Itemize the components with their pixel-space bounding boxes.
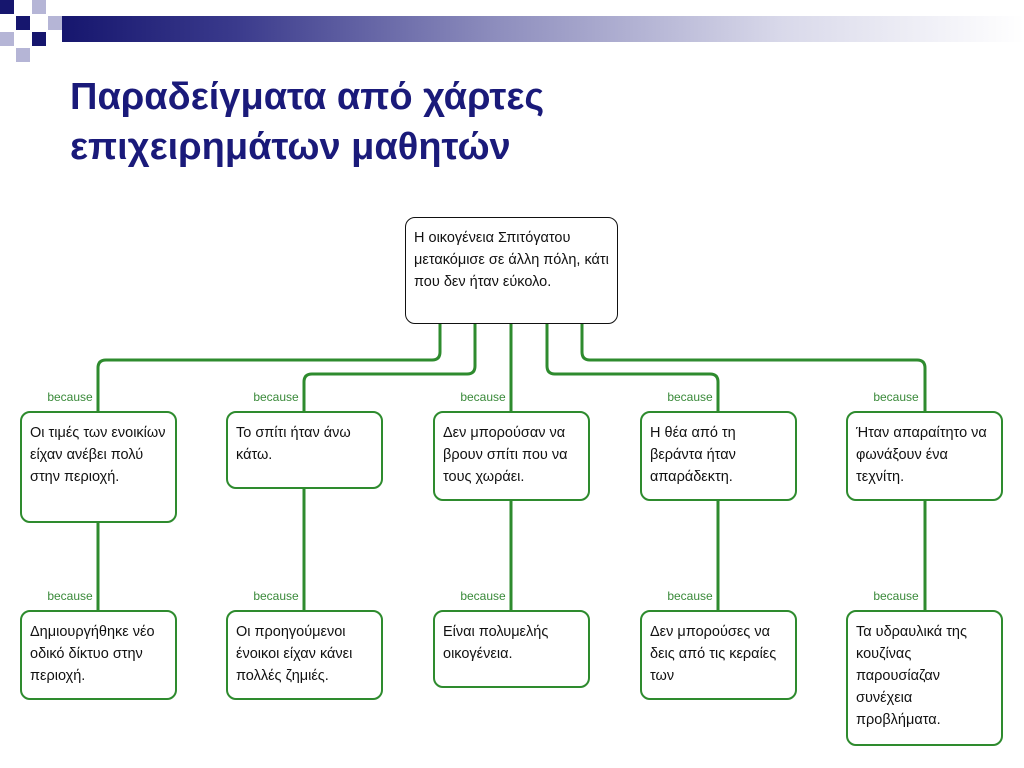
corner-square-7: [16, 48, 30, 62]
reason-box-5: Ήταν απαραίτητο να φωνάξουν ένα τεχνίτη.: [846, 411, 1003, 501]
reason-box-3: Δεν μπορούσαν να βρουν σπίτι που να τους…: [433, 411, 590, 501]
reason-box-4: Η θέα από τη βεράντα ήταν απαράδεκτη.: [640, 411, 797, 501]
because-label-reason-5: because: [873, 390, 919, 404]
sub-box-4: Δεν μπορούσες να δεις από τις κεραίες τω…: [640, 610, 797, 700]
because-label-sub-1: because: [47, 589, 93, 603]
connector-root-reason-4: [545, 323, 720, 412]
connector-root-reason-5: [580, 323, 927, 412]
connector-root-reason-1: [96, 323, 442, 412]
corner-square-1: [0, 0, 14, 14]
sub-box-2: Οι προηγούμενοι ένοικοι είχαν κάνει πολλ…: [226, 610, 383, 700]
corner-square-2: [16, 16, 30, 30]
because-label-sub-2: because: [253, 589, 299, 603]
sub-box-3: Είναι πολυμελής οικογένεια.: [433, 610, 590, 688]
corner-square-6: [32, 32, 46, 46]
because-label-reason-4: because: [667, 390, 713, 404]
because-label-reason-2: because: [253, 390, 299, 404]
sub-box-1: Δημιουργήθηκε νέο οδικό δίκτυο στην περι…: [20, 610, 177, 700]
title-line-1: Παραδείγματα από χάρτες: [70, 76, 545, 118]
corner-square-3: [32, 0, 46, 14]
corner-square-4: [48, 16, 62, 30]
reason-box-1: Οι τιμές των ενοικίων είχαν ανέβει πολύ …: [20, 411, 177, 523]
because-label-sub-3: because: [460, 589, 506, 603]
header-gradient-bar: [62, 16, 1024, 42]
because-label-reason-3: because: [460, 390, 506, 404]
title-line-2: επιχειρημάτων μαθητών: [70, 126, 511, 168]
connector-root-reason-2: [302, 323, 477, 412]
sub-box-5: Τα υδραυλικά της κουζίνας παρουσίαζαν συ…: [846, 610, 1003, 746]
root-claim-box: Η οικογένεια Σπιτόγατου μετακόμισε σε άλ…: [405, 217, 618, 324]
because-label-sub-4: because: [667, 589, 713, 603]
because-label-reason-1: because: [47, 390, 93, 404]
reason-box-2: Το σπίτι ήταν άνω κάτω.: [226, 411, 383, 489]
because-label-sub-5: because: [873, 589, 919, 603]
corner-square-5: [0, 32, 14, 46]
slide-title: Παραδείγματα από χάρτες επιχειρημάτων μα…: [70, 72, 970, 172]
